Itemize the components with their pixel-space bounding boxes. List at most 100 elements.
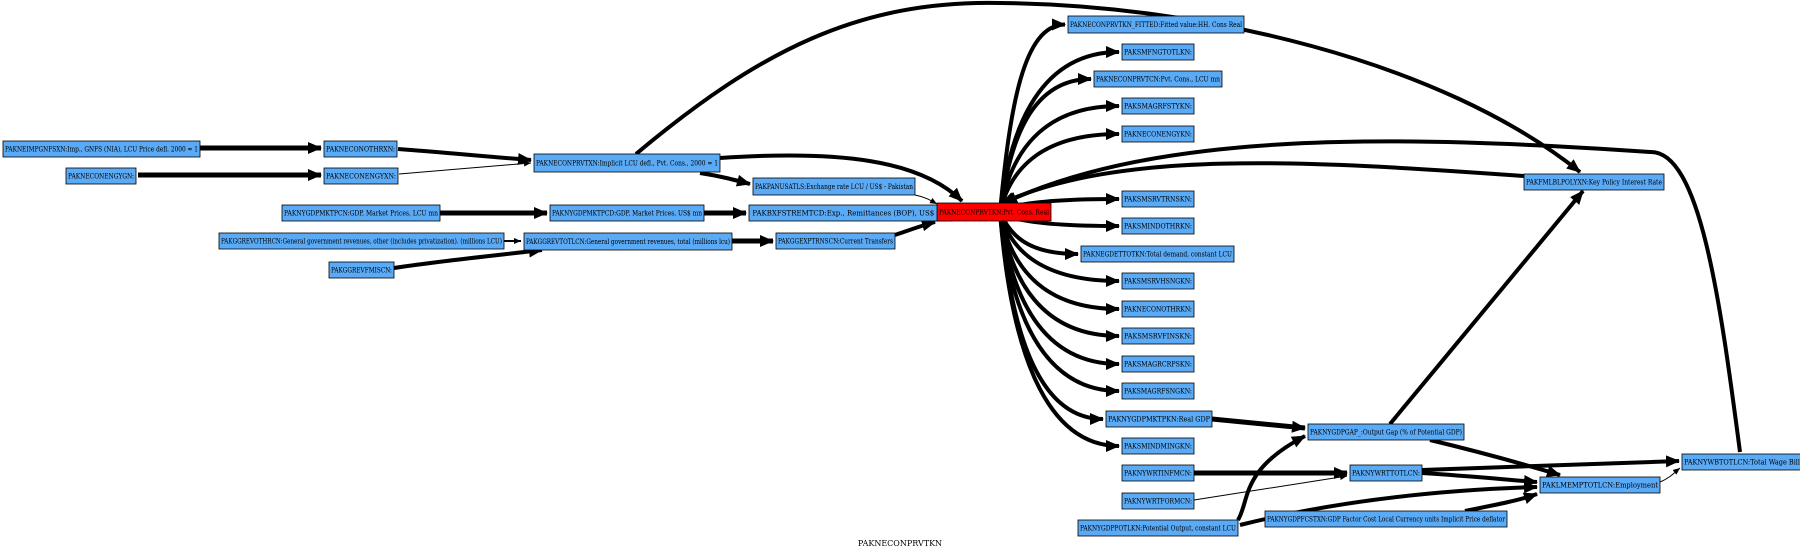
node-label: PAKNECONOTHRKN: — [1124, 306, 1192, 314]
node-box — [1121, 382, 1195, 400]
edge-p1-to-g1 — [1236, 434, 1306, 522]
edge-n4-to-n5 — [398, 160, 532, 175]
node-label: PAKGGEXPTRNSCN:Current Transfers — [778, 238, 893, 246]
edge-g1-to-k1 — [1388, 189, 1585, 426]
graph-node[interactable]: PAKNYGDPFCSTXN:GDP Factor Cost Local Cur… — [1264, 510, 1508, 528]
node-label: PAKBXFSTREMTCD:Exp., Remittances (BOP), … — [752, 210, 948, 218]
edge-t14-to-g1 — [1211, 416, 1306, 433]
graph-node[interactable]: PAKNEIMPGNFSXN:Imp., GNFS (NIA), LCU Pri… — [2, 140, 201, 158]
graph-node[interactable]: PAKLMEMPTOTLCN:Employment — [1539, 476, 1661, 494]
node-label: PAKNECONPRVTXN:Implicit LCU defl., Pvt. … — [536, 160, 718, 168]
graph-node[interactable]: PAKNECONOTHRXN: — [323, 140, 398, 158]
graph-node[interactable]: PAKNYGDPPOTLKN:Potential Output, constan… — [1077, 519, 1239, 537]
graph-node[interactable]: PAKNYWRTTOTLCN: — [1349, 464, 1423, 482]
node-label: PAKSMAGRCRPSKN: — [1124, 361, 1192, 369]
node-box — [218, 232, 505, 250]
node-box — [533, 153, 721, 173]
focus-node[interactable]: PAKNECONPRVTKN:Pvt. Cons. Real — [936, 202, 1052, 222]
node-box — [1105, 410, 1213, 428]
node-label: PAKNECONOTHRXN: — [326, 146, 395, 154]
graph-node[interactable]: PAKNEGDETTOTKN:Total demand, constant LC… — [1080, 245, 1235, 263]
edge-n5-to-focus — [719, 153, 964, 203]
graph-node[interactable]: PAKNYGDPMKTPCN:GDP, Market Prices, LCU m… — [281, 204, 441, 222]
graph-node[interactable]: PAKNYWRTFORMCN: — [1121, 492, 1195, 510]
graph-node[interactable]: PAKGGREVOTHRCN:General government revenu… — [218, 232, 505, 250]
node-label: PAKSMINDOTHRKN: — [1124, 223, 1192, 231]
graph-node[interactable]: PAKNYGDPMKTPCD:GDP, Market Prices, US$ m… — [549, 204, 705, 222]
node-label: PAKNYGDPMKTPKN:Real GDP — [1108, 416, 1210, 424]
node-label: PAKNYWRTINFMCN: — [1124, 470, 1192, 478]
node-box — [1121, 327, 1195, 345]
graph-node[interactable]: PAKSMSRVHSNGKN: — [1121, 272, 1195, 290]
graph-node[interactable]: PAKSMINDMINGKN: — [1121, 437, 1195, 455]
graph-node[interactable]: PAKNECONENGYXN: — [323, 167, 399, 185]
node-label: PAKNEIMPGNFSXN:Imp., GNFS (NIA), LCU Pri… — [5, 146, 198, 154]
graph-node[interactable]: PAKSMFNGTOTLKN: — [1121, 43, 1195, 61]
graph-node[interactable]: PAKNECONENGYGN: — [65, 167, 137, 185]
graph-node[interactable]: PAKSMSRVFINSKN: — [1121, 327, 1195, 345]
graph-node[interactable]: PAKSMAGRCRPSKN: — [1121, 355, 1195, 373]
node-label: PAKSMSRVHSNGKN: — [1124, 278, 1192, 286]
node-label: PAKSMAGRFSTYKN: — [1124, 103, 1192, 111]
node-label: PAKNECONENGYXN: — [326, 173, 396, 181]
edge-layer — [138, 0, 1742, 527]
edge-w3-to-w2 — [1193, 474, 1348, 501]
node-label: PAKNYWBTOTLCN:Total Wage Bill — [1684, 459, 1800, 467]
node-label: PAKNYWRTTOTLCN: — [1352, 470, 1420, 478]
graph-node[interactable]: PAKSMAGRFSNGKN: — [1121, 382, 1195, 400]
node-label: PAKFMLBLPOLYXN:Key Policy Interest Rate — [1526, 179, 1662, 187]
edge-n6-to-focus — [914, 194, 938, 205]
graph-node[interactable]: PAKNECONOTHRKN: — [1121, 300, 1195, 318]
node-label: PAKNEGDETTOTKN:Total demand, constant LC… — [1083, 251, 1232, 259]
graph-node[interactable]: PAKSMAGRFSTYKN: — [1121, 97, 1195, 115]
edge-g1-to-e1 — [1429, 438, 1561, 478]
node-label: PAKSMINDMINGKN: — [1124, 443, 1192, 451]
node-label: PAKLMEMPTOTLCN:Employment — [1542, 482, 1658, 490]
node-label: PAKGGREVFMISCN: — [331, 267, 392, 275]
node-box — [1121, 437, 1195, 455]
graph-node[interactable]: PAKBXFSTREMTCD:Exp., Remittances (BOP), … — [748, 204, 952, 222]
graph-caption: PAKNECONPRVTKN — [858, 539, 942, 548]
node-box — [323, 140, 398, 158]
node-box — [752, 177, 916, 196]
node-box — [281, 204, 441, 222]
graph-node[interactable]: PAKNYGDPMKTPKN:Real GDP — [1105, 410, 1213, 428]
graph-node[interactable]: PAKSMINDOTHRKN: — [1121, 217, 1195, 235]
graph-node[interactable]: PAKFMLBLPOLYXN:Key Policy Interest Rate — [1523, 173, 1665, 191]
node-label: PAKNECONENGYKN: — [1124, 131, 1192, 139]
node-label: PAKNECONENGYGN: — [68, 173, 134, 181]
graph-node[interactable]: PAKNECONENGYKN: — [1121, 125, 1195, 143]
node-box — [936, 202, 1052, 222]
node-box — [1264, 510, 1508, 528]
node-label: PAKNYGDPPOTLKN:Potential Output, constan… — [1080, 525, 1236, 533]
edge-k1-to-focus — [1001, 161, 1525, 205]
node-label: PAKNYWRTFORMCN: — [1124, 498, 1192, 506]
node-label: PAKNYGDPMKTPCD:GDP, Market Prices, US$ m… — [552, 210, 702, 218]
edge-n12-to-focus — [894, 219, 936, 237]
graph-node[interactable]: PAKGGREVTOTLCN:General government revenu… — [523, 232, 733, 251]
graph-node[interactable]: PAKNYWBTOTLCN:Total Wage Bill — [1681, 453, 1800, 471]
edge-w2-to-e1 — [1421, 471, 1538, 488]
node-box — [1539, 476, 1661, 494]
node-layer: PAKNEIMPGNFSXN:Imp., GNFS (NIA), LCU Pri… — [2, 15, 1800, 537]
graph-node[interactable]: PAKNYGDPGAP_:Output Gap (% of Potential … — [1307, 423, 1465, 441]
graph-node[interactable]: PAKNYWRTINFMCN: — [1121, 464, 1195, 482]
graph-node[interactable]: PAKNECONPRVTKN_FITTED:Fitted value:HH. C… — [1067, 15, 1245, 34]
graph-node[interactable]: PAKGGEXPTRNSCN:Current Transfers — [775, 232, 896, 250]
edge-n13-to-n11 — [393, 245, 543, 270]
edge-wb-to-focus — [1003, 139, 1742, 453]
node-box — [1523, 173, 1665, 191]
graph-node[interactable]: PAKNECONPRVTCN:Pvt. Cons., LCU mn — [1093, 70, 1223, 88]
node-label: PAKPANUSATLS:Exchange rate LCU / US$ - P… — [755, 183, 913, 191]
node-box — [1080, 245, 1235, 263]
node-box — [775, 232, 896, 250]
graph-node[interactable]: PAKGGREVFMISCN: — [328, 261, 395, 279]
node-box — [1067, 15, 1245, 34]
node-box — [65, 167, 137, 185]
edge-n5-to-k1 — [634, 0, 1582, 174]
node-box — [1121, 97, 1195, 115]
graph-node[interactable]: PAKNECONPRVTXN:Implicit LCU defl., Pvt. … — [533, 153, 721, 173]
graph-node[interactable]: PAKSMSRVTRNSKN: — [1121, 190, 1195, 208]
graph-node[interactable]: PAKPANUSATLS:Exchange rate LCU / US$ - P… — [752, 177, 916, 196]
